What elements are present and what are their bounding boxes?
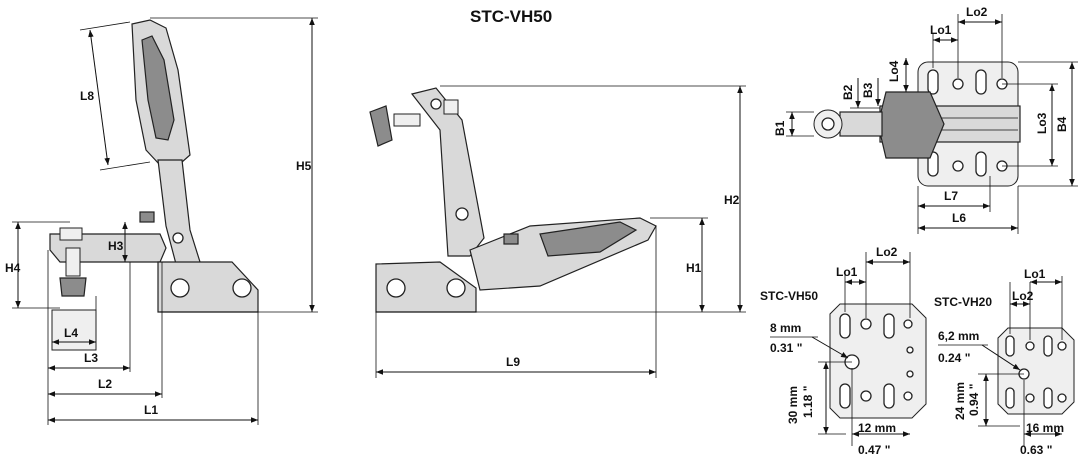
vh20-hole-2 [1057, 341, 1067, 351]
dim-L2: L2 [98, 377, 112, 391]
vh50-dim-Lo1: Lo1 [836, 265, 858, 279]
top-dim-Lo2: Lo2 [966, 5, 988, 19]
top-hole-1 [952, 78, 964, 90]
base-hole-2 [232, 278, 252, 298]
dim-H1: H1 [686, 261, 702, 275]
handle-grip [141, 35, 175, 141]
dim-L1: L1 [144, 403, 158, 417]
vh50-h-mm: 30 mm [786, 386, 800, 424]
vh50-dim-Lo2: Lo2 [876, 245, 898, 259]
vh50-h-in: 1.18 " [801, 386, 815, 418]
vh50-w-mm: 12 mm [858, 421, 896, 435]
vh50-slot-3 [839, 383, 851, 409]
arm-pivot [172, 232, 184, 244]
vh20-hole-4 [1057, 393, 1067, 403]
side-view: L8 H5 H4 H3 L4 L3 L2 L1 [5, 17, 318, 425]
stop-screw [139, 211, 155, 223]
top-dim-L6: L6 [952, 211, 966, 225]
top-view: Lo1 Lo2 Lo4 B2 B3 B1 Lo3 B4 L7 L6 [773, 5, 1078, 234]
vh20-slot-3 [1005, 387, 1015, 409]
top-bar [839, 111, 883, 137]
vh20-hole-3 [1025, 393, 1035, 403]
vh20-hole-mm: 6,2 mm [938, 329, 979, 343]
vh50-slot-4 [883, 383, 895, 409]
vh50-hole-4 [903, 391, 913, 401]
top-handle [877, 91, 945, 159]
vh20-w-mm: 16 mm [1026, 421, 1064, 435]
vh50-slot-1 [839, 313, 851, 339]
vh20-h-in: 0.94 " [967, 384, 981, 416]
vh20-hole-in: 0.24 " [938, 351, 970, 365]
vh50-w-in: 0.47 " [858, 443, 890, 457]
dim-H5: H5 [296, 159, 312, 173]
top-dim-B3: B3 [861, 82, 875, 98]
vh50-hole-2 [903, 319, 913, 329]
top-dim-L7: L7 [944, 189, 958, 203]
vh50-hole-in: 0.31 " [770, 341, 802, 355]
vh20-h-mm: 24 mm [953, 382, 967, 420]
raised-arm-pivot [455, 207, 469, 221]
top-pad [369, 105, 393, 147]
arm-top-pivot [430, 98, 442, 110]
dim-H4: H4 [5, 261, 21, 275]
base-vh50-title: STC-VH50 [760, 289, 818, 303]
vh20-w-in: 0.63 " [1020, 443, 1052, 457]
open-base-hole-1 [386, 278, 406, 298]
top-dim-B1: B1 [773, 120, 787, 136]
top-slot-1 [927, 69, 939, 95]
top-dim-Lo3: Lo3 [1035, 112, 1049, 134]
dim-L8: L8 [80, 89, 94, 103]
pressure-pad [59, 277, 87, 297]
dim-H3: H3 [108, 239, 124, 253]
vh20-hole-1 [1025, 341, 1035, 351]
top-slot-4 [975, 151, 987, 177]
lowered-grip [539, 221, 638, 257]
open-view: H2 H1 L9 [369, 85, 746, 378]
spindle-nut [59, 227, 83, 241]
vh20-dim-Lo2: Lo2 [1012, 289, 1034, 303]
vh20-dim-Lo1: Lo1 [1024, 267, 1046, 281]
open-base-hole-2 [446, 278, 466, 298]
vh20-slot-4 [1043, 387, 1053, 409]
base-vh50-view: STC-VH50 Lo1 Lo2 8 mm 0.31 " 30 mm 1.18 … [760, 245, 927, 457]
drawing-title: STC-VH50 [470, 7, 552, 26]
top-dim-Lo1: Lo1 [930, 23, 952, 37]
top-dim-B4: B4 [1055, 116, 1069, 132]
top-nut [443, 99, 459, 115]
vh50-hole-3 [860, 390, 872, 402]
top-dim-Lo4: Lo4 [887, 60, 901, 82]
spindle [65, 247, 81, 277]
dim-L9: L9 [506, 355, 520, 369]
base-vh20-title: STC-VH20 [934, 295, 992, 309]
vh20-slot-2 [1043, 335, 1053, 357]
vh50-plate [829, 303, 927, 419]
dim-L3: L3 [84, 351, 98, 365]
top-dim-B2: B2 [841, 84, 855, 100]
lowered-stop [503, 233, 519, 245]
top-hole-3 [952, 160, 964, 172]
top-spindle [393, 113, 421, 127]
vh50-hole-mm: 8 mm [770, 321, 801, 335]
vh50-slot-2 [883, 313, 895, 339]
dim-L4: L4 [64, 326, 78, 340]
base-hole-1 [170, 278, 190, 298]
base-vh20-view: STC-VH20 Lo1 Lo2 6,2 mm 0.24 " 24 mm 0.9… [934, 267, 1075, 457]
vh50-hole-1 [860, 318, 872, 330]
vh20-plate [997, 327, 1075, 415]
dim-H2: H2 [724, 193, 740, 207]
open-base [375, 261, 477, 313]
base-plate [157, 261, 259, 313]
top-slot-2 [975, 69, 987, 95]
vh20-slot-1 [1005, 335, 1015, 357]
